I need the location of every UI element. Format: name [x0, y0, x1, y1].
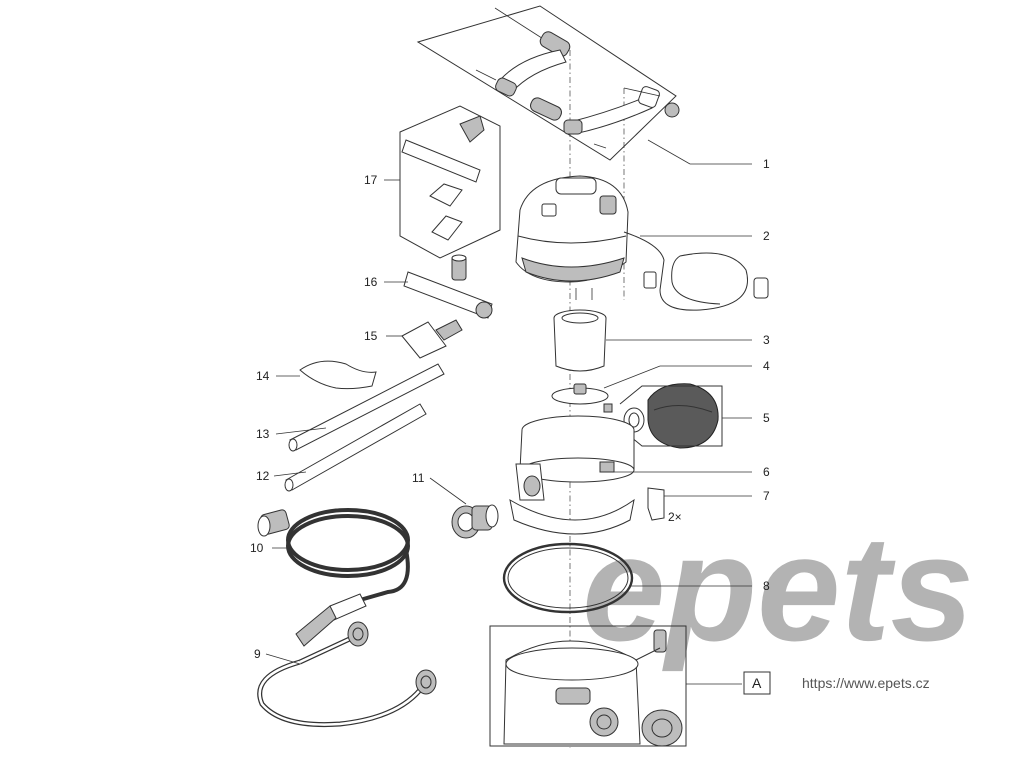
part-7-quantity: 2× [668, 510, 682, 524]
part-8-seal-ring [502, 542, 752, 614]
handle-kit-frame [416, 5, 677, 161]
detail-a-frame [489, 625, 687, 747]
detail-a-container-base [489, 625, 742, 747]
part-label-1: 1 [763, 157, 770, 171]
part-12-extension-tube [273, 403, 427, 492]
part-4-filter-plate [551, 365, 752, 413]
part-label-13: 13 [256, 427, 270, 441]
part-6-container-ring [509, 415, 752, 535]
part-label-17: 17 [364, 173, 378, 187]
part-15-upholstery-nozzle [386, 319, 463, 359]
part-label-10: 10 [250, 541, 264, 555]
part-10-suction-hose [257, 508, 410, 647]
detail-a-label-box [743, 671, 771, 695]
part-7-clips [647, 487, 752, 521]
part-label-8: 8 [763, 579, 770, 593]
watermark-url: https://www.epets.cz [802, 675, 930, 691]
part-1-handle-kit [416, 5, 752, 165]
detail-a-label: A [752, 675, 762, 691]
part-11-adapter [429, 477, 499, 539]
part-17-nozzle-set [384, 105, 501, 259]
part-9-connection-hose [257, 621, 437, 728]
part-label-15: 15 [364, 329, 378, 343]
part-label-11: 11 [412, 471, 425, 485]
part-16-floor-nozzle [384, 254, 493, 319]
part-14-cloth-filter [276, 360, 377, 390]
part-13-extension-tube [275, 363, 445, 452]
part-5-mesh-filter-bag [619, 383, 752, 449]
part-label-16: 16 [364, 275, 378, 289]
part-3-cartridge-filter [553, 309, 752, 372]
part-label-4: 4 [763, 359, 770, 373]
part-label-3: 3 [763, 333, 770, 347]
watermark-logo: epets [582, 504, 974, 672]
part-label-14: 14 [256, 369, 270, 383]
part-label-12: 12 [256, 469, 270, 483]
part-label-7: 7 [763, 489, 770, 503]
part-label-6: 6 [763, 465, 770, 479]
part-2-motor-head [515, 175, 769, 311]
nozzle-set-frame [399, 105, 501, 259]
part-label-9: 9 [254, 647, 261, 661]
part-label-5: 5 [763, 411, 770, 425]
part-label-2: 2 [763, 229, 770, 243]
